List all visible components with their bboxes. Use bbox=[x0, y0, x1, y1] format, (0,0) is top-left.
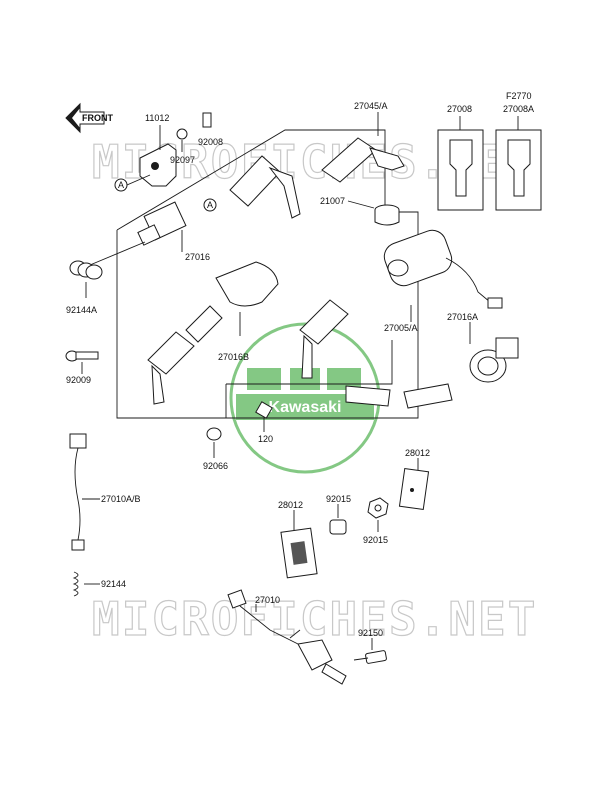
bolt-92150 bbox=[353, 650, 387, 664]
nut-92015-right bbox=[367, 497, 389, 519]
callout-27016b: 27016B bbox=[218, 352, 249, 362]
callout-28012-bottom: 28012 bbox=[278, 500, 303, 510]
ignition-switch-27005 bbox=[383, 229, 503, 309]
ref-a-left: A bbox=[118, 180, 124, 190]
ref-a-circle-right bbox=[203, 198, 217, 212]
figure-code: F2770 bbox=[506, 91, 532, 101]
inner-leader-box bbox=[226, 340, 393, 385]
callout-27045a: 27045/A bbox=[354, 101, 388, 111]
washer-92097 bbox=[176, 128, 188, 140]
callout-92008: 92008 bbox=[198, 137, 223, 147]
callout-92097: 92097 bbox=[170, 155, 195, 165]
nut-92015-left bbox=[329, 519, 347, 535]
key-pair-left bbox=[147, 305, 223, 405]
watermark-bottom: MICROFICHES.NET bbox=[92, 592, 537, 646]
callout-120: 120 bbox=[258, 434, 273, 444]
callout-21007: 21007 bbox=[320, 196, 345, 206]
callout-92144a: 92144A bbox=[66, 305, 97, 315]
fuel-lock-27016a bbox=[469, 337, 519, 383]
spring-92144a bbox=[69, 260, 103, 280]
screw-92008 bbox=[202, 112, 212, 128]
callout-11012: 11012 bbox=[145, 113, 169, 123]
callout-27008a: 27008A bbox=[503, 104, 534, 114]
screw-92009 bbox=[65, 350, 99, 362]
callout-27008: 27008 bbox=[447, 104, 472, 114]
callout-92009: 92009 bbox=[66, 375, 91, 385]
callout-27005a: 27005/A bbox=[384, 323, 418, 333]
front-label: FRONT bbox=[82, 113, 113, 123]
lock-cylinder-27016 bbox=[137, 201, 187, 246]
callout-27010ab: 27010A/B bbox=[101, 494, 141, 504]
callout-27016: 27016 bbox=[185, 252, 210, 262]
key-pair-lower bbox=[345, 383, 453, 409]
front-arrow-icon bbox=[65, 102, 105, 134]
callout-27010: 27010 bbox=[255, 595, 280, 605]
callout-92015-left: 92015 bbox=[326, 494, 351, 504]
seat-lock-27016b bbox=[215, 261, 279, 307]
nut-120 bbox=[255, 401, 273, 419]
switch-27010ab bbox=[69, 433, 87, 551]
grommet-92066 bbox=[206, 427, 222, 441]
switch-27010 bbox=[227, 589, 347, 685]
ref-a-right: A bbox=[207, 200, 213, 210]
spring-92144 bbox=[72, 571, 79, 597]
cap-21007 bbox=[374, 204, 400, 226]
callout-92150: 92150 bbox=[358, 628, 383, 638]
key-pair-27045 bbox=[229, 137, 405, 219]
callout-28012-top: 28012 bbox=[405, 448, 430, 458]
callout-92066: 92066 bbox=[203, 461, 228, 471]
key-pair-middle bbox=[299, 299, 349, 379]
brand-text: Kawasaki bbox=[269, 399, 342, 416]
callout-92144: 92144 bbox=[101, 579, 126, 589]
callout-27016a: 27016A bbox=[447, 312, 478, 322]
callout-92015-right: 92015 bbox=[363, 535, 388, 545]
plate-28012-top bbox=[398, 467, 430, 511]
plate-28012-bottom bbox=[280, 527, 318, 579]
assembly-outline bbox=[116, 129, 419, 419]
